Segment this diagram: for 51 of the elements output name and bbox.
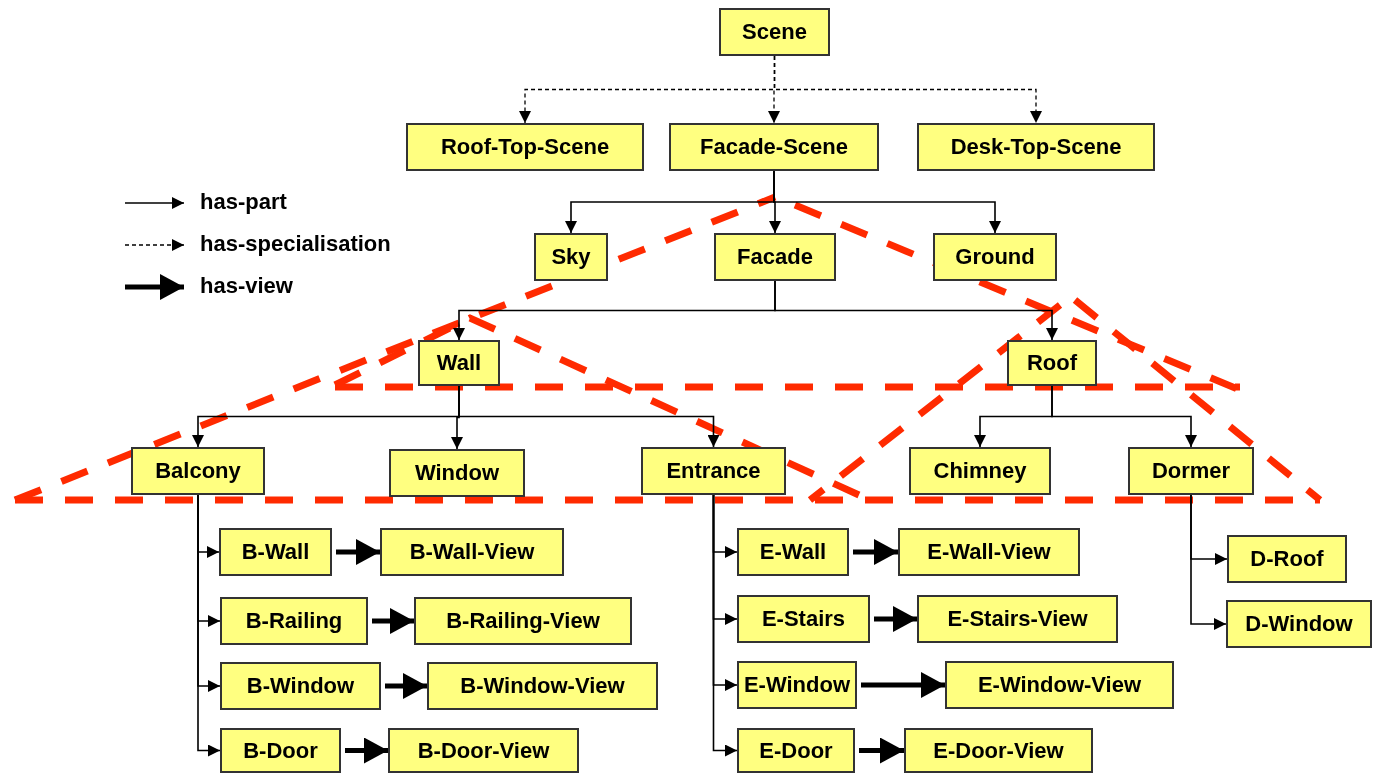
arrow <box>345 737 388 764</box>
concept-box: E-Window <box>737 661 857 709</box>
concept-box: Chimney <box>909 447 1051 495</box>
concept-box: B-Window-View <box>427 662 658 710</box>
concept-box: D-Roof <box>1227 535 1347 583</box>
concept-box: B-Door <box>220 728 341 773</box>
arrow <box>1051 385 1197 448</box>
legend-label: has-specialisation <box>200 231 391 257</box>
concept-box: B-Railing-View <box>414 597 632 645</box>
concept-box: Roof-Top-Scene <box>406 123 644 171</box>
concept-box: E-Stairs-View <box>917 595 1118 643</box>
concept-box: E-Wall <box>737 528 849 576</box>
concept-box: Ground <box>933 233 1057 281</box>
arrow <box>712 494 738 757</box>
concept-box: Facade-Scene <box>669 123 879 171</box>
concept-box: B-Wall <box>219 528 332 576</box>
concept-box: E-Window-View <box>945 661 1174 709</box>
arrow <box>197 494 221 757</box>
arrow <box>774 280 1058 341</box>
arrow <box>874 606 917 632</box>
arrow <box>773 170 1001 234</box>
arrow <box>458 385 720 448</box>
concept-box: Window <box>389 449 525 497</box>
concept-box: Roof <box>1007 340 1097 386</box>
concept-box: Wall <box>418 340 500 386</box>
concept-box: Balcony <box>131 447 265 495</box>
concept-box: B-Railing <box>220 597 368 645</box>
concept-box: B-Window <box>220 662 381 710</box>
arrow <box>853 539 898 565</box>
concept-box: B-Door-View <box>388 728 579 773</box>
concept-box: Dormer <box>1128 447 1254 495</box>
concept-box: Entrance <box>641 447 786 495</box>
concept-box: E-Door-View <box>904 728 1093 773</box>
arrow <box>372 608 414 634</box>
concept-box: E-Wall-View <box>898 528 1080 576</box>
concept-box: Desk-Top-Scene <box>917 123 1155 171</box>
arrow <box>859 737 904 764</box>
arrow <box>336 539 380 565</box>
legend-label: has-part <box>200 189 287 215</box>
arrow <box>861 672 945 698</box>
concept-box: Sky <box>534 233 608 281</box>
concept-box: Facade <box>714 233 836 281</box>
arrow <box>773 55 1042 124</box>
arrow <box>1190 494 1227 630</box>
arrow <box>385 673 427 699</box>
concept-box: E-Stairs <box>737 595 870 643</box>
concept-box: Scene <box>719 8 830 56</box>
concept-box: E-Door <box>737 728 855 773</box>
concept-box: D-Window <box>1226 600 1372 648</box>
legend-label: has-view <box>200 273 293 299</box>
concept-box: B-Wall-View <box>380 528 564 576</box>
